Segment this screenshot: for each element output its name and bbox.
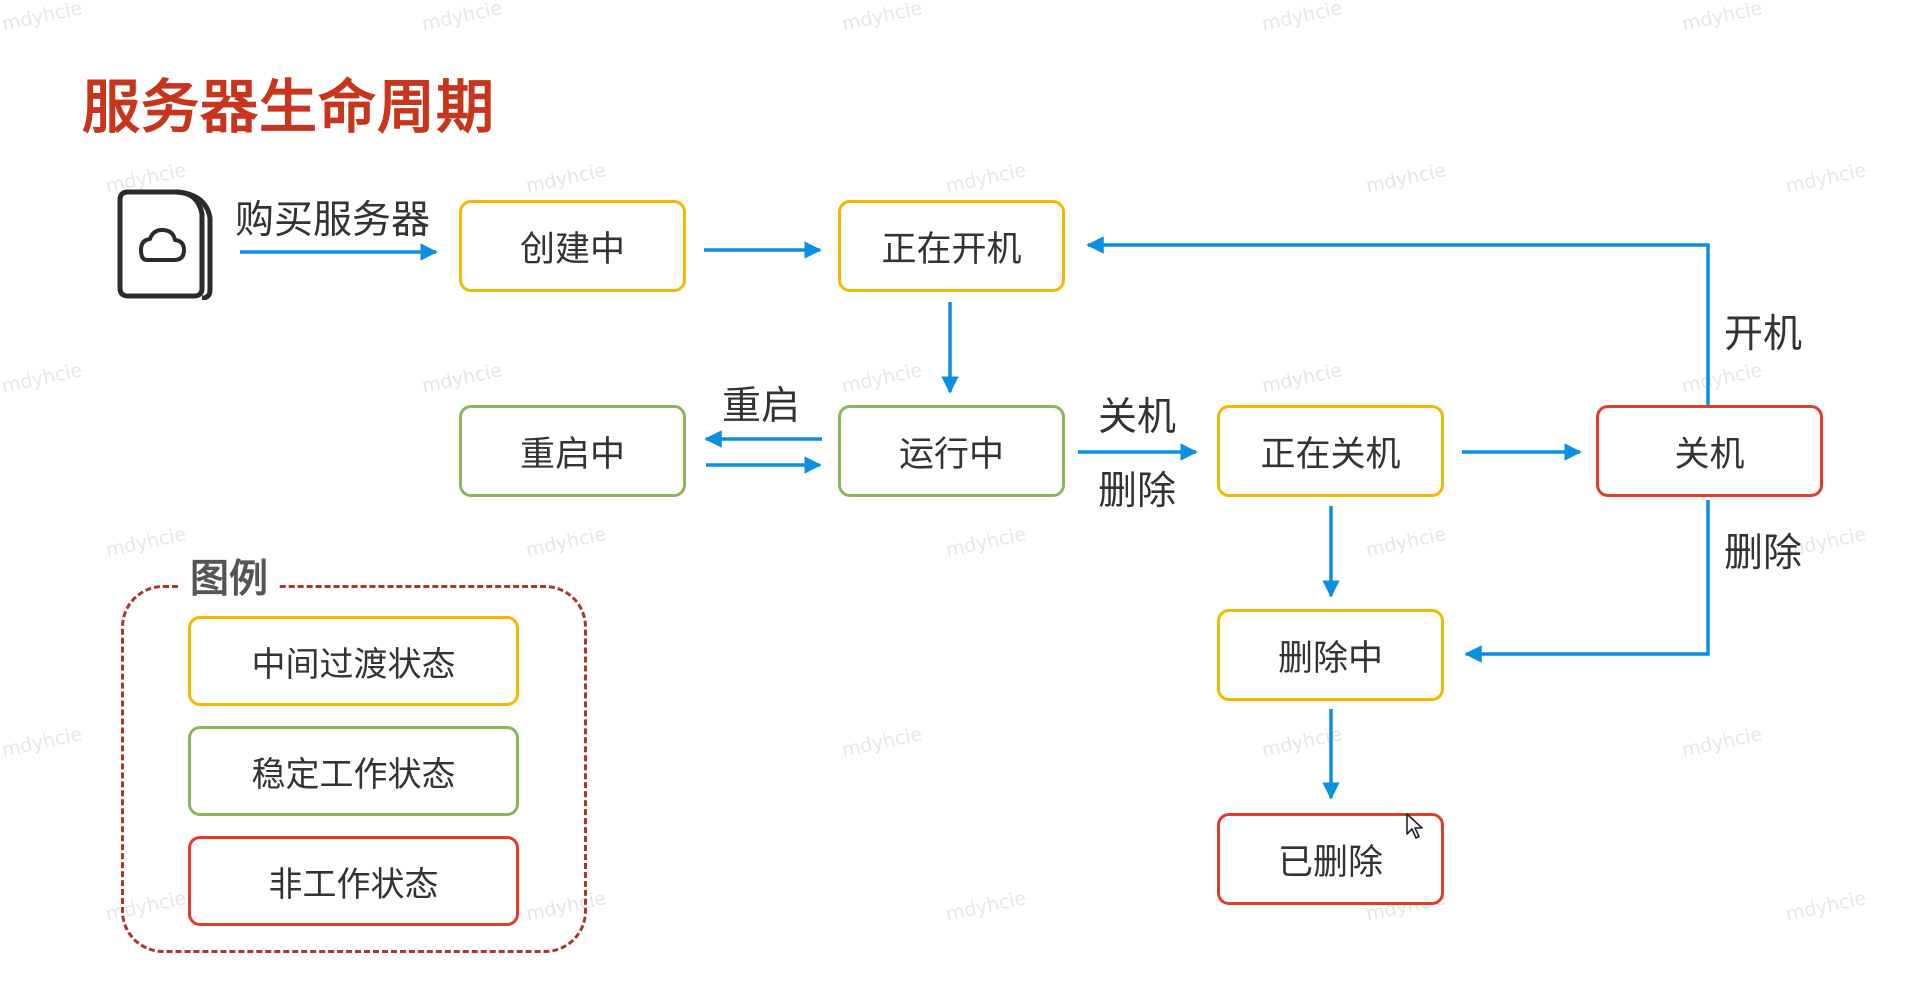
arrow-stopped-to-starting [1086, 236, 1710, 406]
state-restarting: 重启中 [459, 405, 686, 497]
legend-frame [121, 585, 587, 953]
state-creating-label: 创建中 [519, 229, 625, 270]
shutdown-label: 关机 [1098, 395, 1177, 440]
legend-item-stable: 稳定工作状态 [188, 726, 519, 816]
state-starting: 正在开机 [838, 200, 1065, 292]
page-title: 服务器生命周期 [82, 73, 496, 141]
power-on-label: 开机 [1724, 312, 1803, 357]
arrow-stopped-to-deleting [1464, 500, 1710, 663]
delete-label: 删除 [1098, 469, 1177, 514]
legend-title: 图例 [180, 557, 279, 603]
restart-label: 重启 [722, 384, 801, 429]
state-deleted: 已删除 [1217, 813, 1444, 905]
state-deleted-label: 已删除 [1277, 842, 1383, 883]
state-deleting: 删除中 [1217, 609, 1444, 701]
state-stopped-label: 关机 [1674, 434, 1745, 475]
state-starting-label: 正在开机 [881, 229, 1022, 270]
state-stopped: 关机 [1596, 405, 1823, 497]
buy-server-label: 购买服务器 [235, 198, 431, 243]
legend-item-transition: 中间过渡状态 [188, 616, 519, 706]
state-stopping-label: 正在关机 [1260, 434, 1401, 475]
state-stopping: 正在关机 [1217, 405, 1444, 497]
state-running-label: 运行中 [898, 434, 1004, 475]
state-restarting-label: 重启中 [519, 434, 625, 475]
state-running: 运行中 [838, 405, 1065, 497]
legend-item-off: 非工作状态 [188, 836, 519, 926]
state-creating: 创建中 [459, 200, 686, 292]
legend-item-off-label: 非工作状态 [268, 864, 439, 905]
legend-item-stable-label: 稳定工作状态 [251, 754, 456, 795]
legend-item-transition-label: 中间过渡状态 [251, 644, 456, 685]
cloud-server-icon [117, 189, 213, 300]
mouse-cursor-icon [1406, 813, 1423, 839]
delete-from-stopped-label: 删除 [1724, 531, 1803, 576]
state-deleting-label: 删除中 [1277, 638, 1383, 679]
